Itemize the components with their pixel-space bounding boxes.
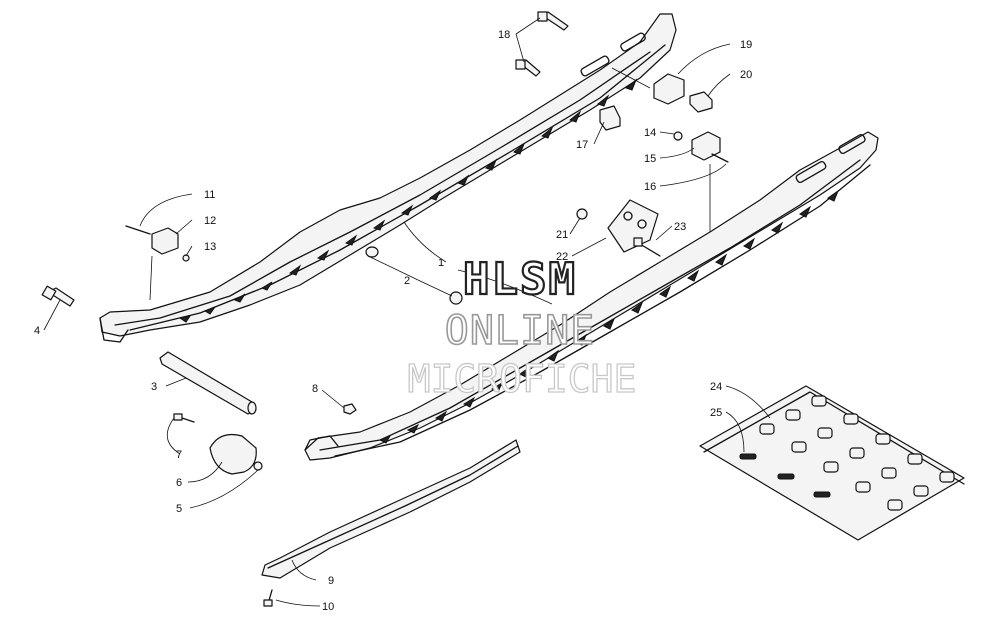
callout-labels: 1 2 3 4 5 6 7 8 9 10 11 12 13 14 15 16 1… [34,29,752,613]
watermark: HLSM ONLINE MICROFICHE [407,253,637,402]
callout-15: 15 [644,153,656,165]
callout-14: 14 [644,127,656,139]
leader-lines [43,17,771,607]
callout-17: 17 [576,139,588,151]
callout-23: 23 [674,221,686,233]
callout-19: 19 [740,39,752,51]
callout-18: 18 [498,29,510,41]
watermark-line-3: MICROFICHE [408,357,637,401]
track-section [699,385,965,541]
cross-shaft [159,351,257,415]
callout-13: 13 [204,241,216,253]
right-slide-rail [304,131,879,461]
callout-25: 25 [710,407,722,419]
hardware [41,11,729,607]
callout-8: 8 [312,383,318,395]
callout-5: 5 [176,503,182,515]
callout-21: 21 [556,229,568,241]
callout-11: 11 [204,189,215,201]
callout-1: 1 [438,257,444,269]
callout-2: 2 [404,275,410,287]
callout-4: 4 [34,325,40,337]
callout-9: 9 [328,575,334,587]
callout-10: 10 [322,601,334,613]
callout-24: 24 [710,381,722,393]
callout-22: 22 [556,251,568,263]
callout-3: 3 [151,381,157,393]
callout-12: 12 [204,215,216,227]
callout-20: 20 [740,69,752,81]
watermark-line-1: HLSM [463,254,577,305]
callout-7: 7 [176,449,182,461]
left-slide-rail [99,13,677,343]
watermark-line-2: ONLINE [445,308,596,354]
hyfax-slide [261,439,521,579]
callout-16: 16 [644,181,656,193]
callout-6: 6 [176,477,182,489]
